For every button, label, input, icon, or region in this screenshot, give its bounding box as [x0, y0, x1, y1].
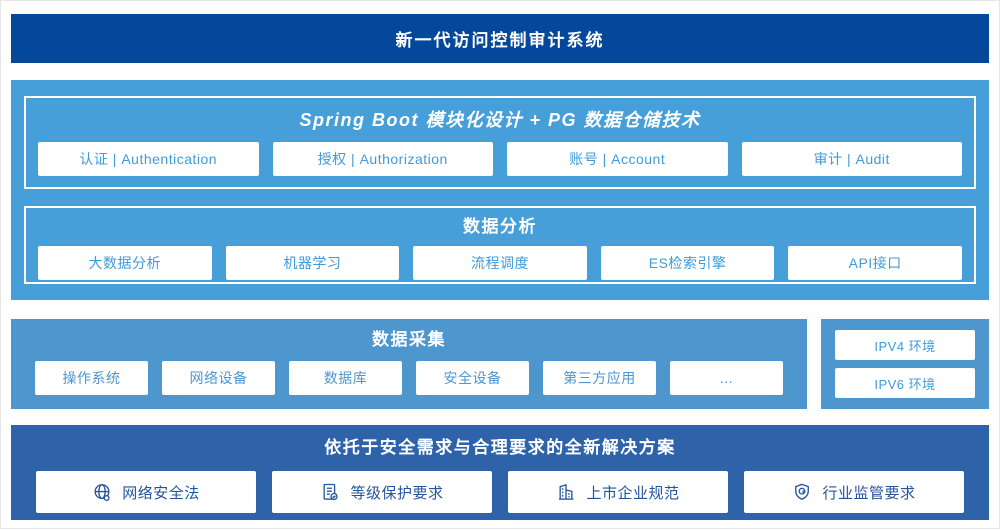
shield-search-icon — [792, 482, 812, 502]
collection-box-network: 网络设备 — [162, 361, 275, 395]
collection-box-more: … — [670, 361, 783, 395]
module-box-authentication: 认证 | Authentication — [38, 142, 259, 176]
document-check-icon — [320, 482, 340, 502]
springboot-panel-title: Spring Boot 模块化设计 + PG 数据仓储技术 — [299, 110, 701, 130]
solution-label: 行业监管要求 — [822, 484, 916, 502]
solution-box-industry-regulation: 行业监管要求 — [744, 471, 964, 513]
module-row: 认证 | Authentication 授权 | Authorization 账… — [26, 142, 974, 176]
module-box-account: 账号 | Account — [507, 142, 728, 176]
building-icon — [556, 482, 576, 502]
analysis-box-workflow: 流程调度 — [413, 246, 587, 280]
solution-box-listed-company: 上市企业规范 — [508, 471, 728, 513]
module-box-audit: 审计 | Audit — [741, 142, 962, 176]
ip-environment-panel: IPV4 环境 IPV6 环境 — [821, 319, 989, 409]
collection-box-database: 数据库 — [289, 361, 402, 395]
solution-section: 依托于安全需求与合理要求的全新解决方案 网络安全法 — [11, 425, 989, 520]
analysis-box-ml: 机器学习 — [225, 246, 400, 280]
solution-title: 依托于安全需求与合理要求的全新解决方案 — [324, 438, 676, 457]
collection-row: 操作系统 网络设备 数据库 安全设备 第三方应用 … — [35, 361, 783, 395]
solution-label: 等级保护要求 — [350, 484, 444, 502]
module-box-authorization: 授权 | Authorization — [272, 142, 493, 176]
globe-icon — [92, 482, 112, 502]
collection-wrap: 数据采集 操作系统 网络设备 数据库 安全设备 第三方应用 … IPV4 环境 … — [11, 319, 989, 409]
env-box-ipv6: IPV6 环境 — [835, 368, 975, 398]
analysis-box-api: API接口 — [788, 246, 962, 280]
solution-label: 上市企业规范 — [586, 484, 680, 502]
solution-box-classified-protection: 等级保护要求 — [272, 471, 492, 513]
analysis-box-es: ES检索引擎 — [600, 246, 775, 280]
solution-row: 网络安全法 等级保护要求 — [36, 471, 964, 513]
env-box-ipv4: IPV4 环境 — [835, 330, 975, 360]
system-title-banner: 新一代访问控制审计系统 — [11, 14, 989, 63]
collection-box-os: 操作系统 — [35, 361, 148, 395]
page-title: 新一代访问控制审计系统 — [395, 31, 605, 50]
data-collection-title: 数据采集 — [372, 330, 446, 349]
solution-box-cybersecurity-law: 网络安全法 — [36, 471, 256, 513]
springboot-panel: Spring Boot 模块化设计 + PG 数据仓储技术 认证 | Authe… — [24, 96, 976, 189]
data-collection-section: 数据采集 操作系统 网络设备 数据库 安全设备 第三方应用 … — [11, 319, 807, 409]
solution-label: 网络安全法 — [122, 484, 200, 502]
collection-box-security: 安全设备 — [416, 361, 529, 395]
analysis-box-bigdata: 大数据分析 — [38, 246, 212, 280]
analysis-row: 大数据分析 机器学习 流程调度 ES检索引擎 API接口 — [26, 246, 974, 280]
platform-section: Spring Boot 模块化设计 + PG 数据仓储技术 认证 | Authe… — [11, 80, 989, 300]
data-analysis-title: 数据分析 — [463, 217, 537, 236]
collection-box-thirdparty: 第三方应用 — [543, 361, 656, 395]
data-analysis-panel: 数据分析 大数据分析 机器学习 流程调度 ES检索引擎 API接口 — [24, 206, 976, 284]
